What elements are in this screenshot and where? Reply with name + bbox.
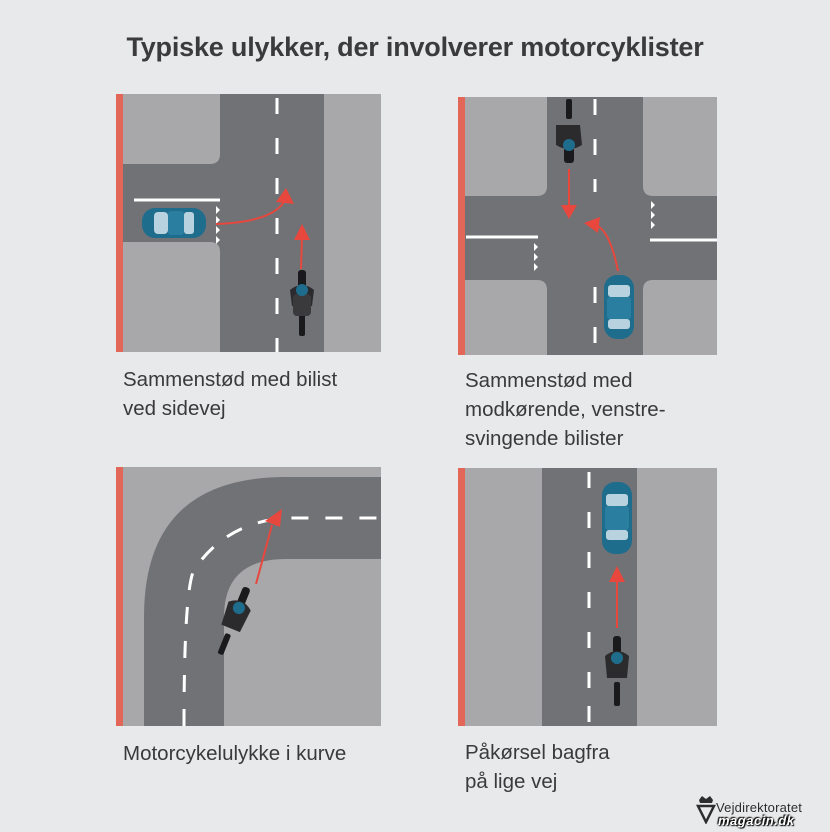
moto-arrowhead	[609, 566, 625, 582]
logo: Vejdirektoratet magacin.dk	[694, 790, 830, 832]
moto-arrowhead	[294, 224, 310, 240]
car-arrowhead	[276, 188, 294, 204]
caption-curve: Motorcykelulykke i kurve	[123, 742, 347, 765]
watermark: magacin.dk	[718, 813, 795, 828]
panel-rear-end	[458, 468, 717, 726]
accent-bar	[458, 468, 465, 726]
motorcycle-icon	[217, 586, 251, 655]
car-icon	[604, 275, 634, 339]
curve-diagram	[116, 467, 381, 726]
motorcycle-icon	[290, 270, 314, 336]
moto-path-arrow	[300, 235, 303, 270]
moto-path-arrow	[255, 524, 273, 585]
panel-side-road	[116, 94, 381, 352]
moto-arrowhead	[561, 205, 577, 219]
accent-bar	[116, 467, 123, 726]
yield-triangles	[216, 206, 220, 244]
yield-triangles	[534, 201, 655, 271]
motorcycle-icon	[605, 636, 629, 706]
caption-rear-end: Påkørsel bagfra på lige vej	[465, 741, 610, 793]
crown-icon	[696, 796, 716, 824]
left-turn-diagram	[458, 97, 717, 355]
motorcycle-icon	[556, 99, 582, 163]
panel-left-turn	[458, 97, 717, 355]
center-line	[182, 516, 381, 726]
side-road-diagram	[116, 94, 381, 352]
accent-bar	[116, 94, 123, 352]
car-arrowhead	[584, 217, 600, 233]
car-icon	[602, 482, 632, 554]
rear-end-diagram	[458, 468, 717, 726]
moto-arrowhead	[265, 509, 282, 527]
car-icon	[142, 208, 206, 238]
accent-bar	[458, 97, 465, 355]
panel-curve	[116, 467, 381, 726]
caption-left-turn: Sammenstød med modkørende, venstre- svin…	[465, 369, 666, 450]
caption-side-road: Sammenstød med bilist ved sidevej	[123, 368, 338, 420]
curved-road	[144, 477, 381, 726]
logo-text: Vejdirektoratet	[716, 800, 803, 815]
page-title: Typiske ulykker, der involverer motorcyk…	[126, 32, 704, 62]
